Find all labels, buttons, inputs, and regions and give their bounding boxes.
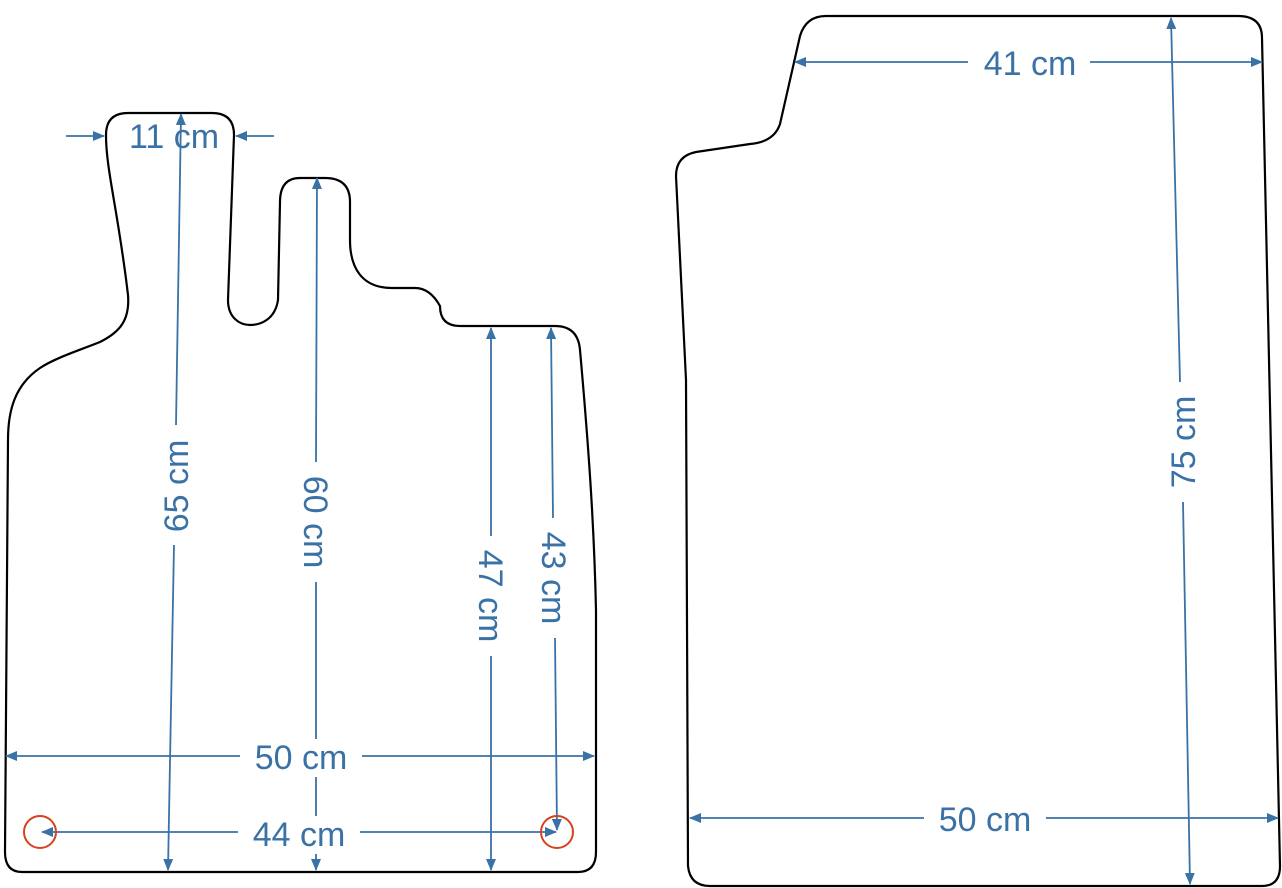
dim-left-height-65: 65 cm bbox=[158, 113, 196, 871]
dim-label-50cm-right: 50 cm bbox=[939, 801, 1032, 839]
dim-label-75cm: 75 cm bbox=[1165, 396, 1203, 489]
dim-label-44cm: 44 cm bbox=[253, 816, 346, 854]
dim-label-43cm: 43 cm bbox=[534, 532, 572, 625]
dim-left-width-11: 11 cm bbox=[66, 118, 274, 156]
dim-right-width-50: 50 cm bbox=[689, 801, 1279, 839]
dim-label-11cm: 11 cm bbox=[129, 118, 219, 156]
left-mat-outline bbox=[3, 111, 598, 874]
dim-label-60cm: 60 cm bbox=[296, 476, 334, 569]
right-mat-outline bbox=[674, 14, 1282, 888]
dim-left-height-47: 47 cm bbox=[471, 327, 509, 871]
dim-label-41cm: 41 cm bbox=[984, 45, 1077, 83]
dim-label-47cm: 47 cm bbox=[471, 550, 509, 643]
dim-right-width-41: 41 cm bbox=[794, 45, 1263, 83]
dim-left-height-43: 43 cm bbox=[534, 327, 572, 831]
mount-hole-left-marker bbox=[23, 815, 57, 849]
dim-left-width-44: 44 cm bbox=[41, 816, 557, 854]
dim-label-50cm-left: 50 cm bbox=[255, 739, 348, 777]
dim-left-width-50: 50 cm bbox=[5, 739, 595, 777]
dim-label-65cm: 65 cm bbox=[158, 440, 196, 533]
dim-right-height-75: 75 cm bbox=[1165, 17, 1203, 885]
dim-left-height-60: 60 cm bbox=[296, 177, 334, 871]
mount-hole-right-marker bbox=[540, 815, 574, 849]
